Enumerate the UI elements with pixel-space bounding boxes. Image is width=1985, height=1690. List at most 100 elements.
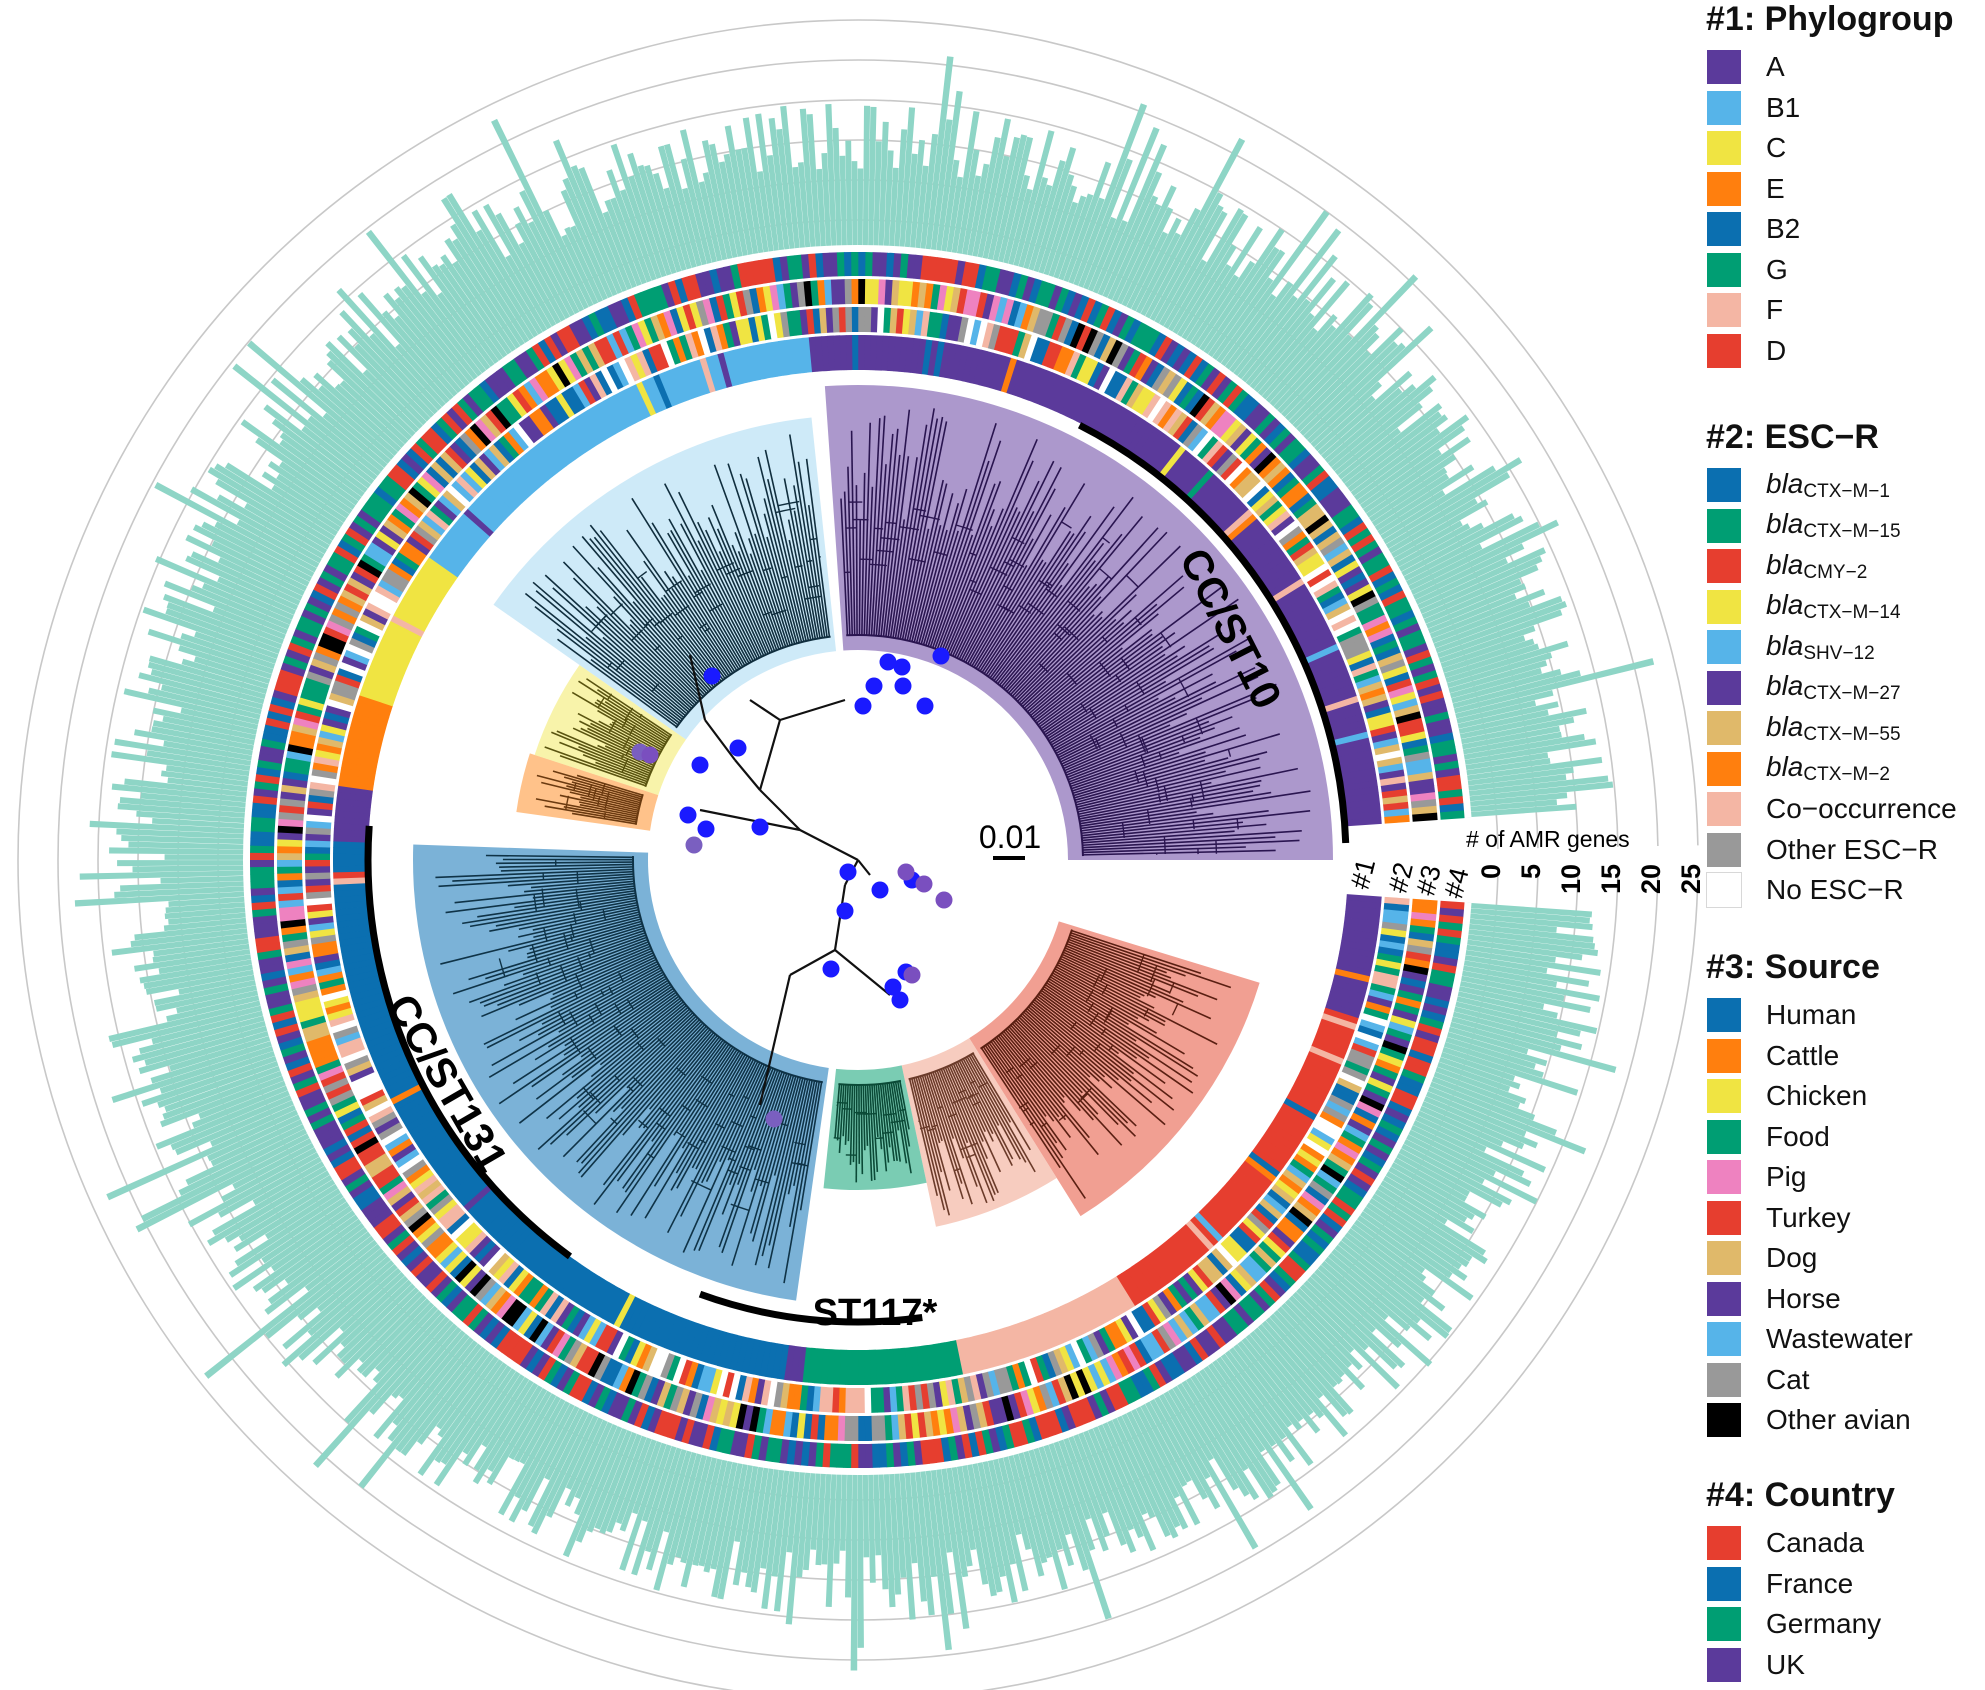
ring4-segment xyxy=(981,265,995,291)
ring1-segment xyxy=(1181,465,1210,497)
tree-branch xyxy=(885,456,910,637)
ring1-segment xyxy=(372,1045,408,1066)
ring2-segment xyxy=(493,439,515,464)
amr-bar xyxy=(431,264,517,380)
ring4-segment xyxy=(562,324,581,350)
tree-branch xyxy=(737,551,778,651)
amr-axis-title: # of AMR genes xyxy=(1466,826,1630,852)
tree-branch xyxy=(1010,1024,1123,1146)
tree-branch xyxy=(1066,942,1199,998)
ring4-segment xyxy=(337,1161,362,1181)
amr-bar xyxy=(1341,1197,1453,1279)
amr-bar xyxy=(653,1429,703,1591)
amr-bar xyxy=(1413,600,1568,661)
amr-bar xyxy=(771,1447,792,1577)
ring1-segment xyxy=(336,791,373,803)
ring2-segment xyxy=(561,389,581,415)
amr-bar xyxy=(207,466,353,557)
ring2-segment xyxy=(716,323,730,350)
amr-bar xyxy=(1420,638,1535,681)
ring2-segment xyxy=(451,480,475,503)
amr-bar xyxy=(877,121,889,269)
ring4-segment xyxy=(912,1440,923,1466)
ring2-segment xyxy=(1355,1030,1382,1046)
ring3-segment xyxy=(459,432,482,456)
amr-bar xyxy=(1443,758,1551,779)
ring1-segment xyxy=(1333,731,1369,747)
tree-branch xyxy=(547,975,666,1048)
legend-label: No ESC−R xyxy=(1766,874,1904,905)
tree-branch xyxy=(767,1079,811,1269)
tree-branch xyxy=(962,488,1056,662)
amr-gridline xyxy=(17,19,1699,1690)
tree-branch xyxy=(1068,938,1172,979)
ring4-segment xyxy=(974,1430,987,1456)
tree-branch xyxy=(906,479,944,641)
ring2-segment xyxy=(305,833,331,842)
amr-bar xyxy=(1060,197,1105,306)
ring4-segment xyxy=(1278,438,1302,461)
ring4-segment xyxy=(543,1359,563,1385)
ring4-segment xyxy=(653,1409,669,1436)
ring1-segment xyxy=(488,1208,518,1238)
amr-bar xyxy=(472,1363,551,1485)
amr-bar xyxy=(111,751,273,780)
ring4-segment xyxy=(1364,1143,1390,1162)
ring3-segment xyxy=(1344,577,1370,597)
ring3-segment xyxy=(416,1221,441,1244)
tree-branch xyxy=(522,932,646,976)
ring3-segment xyxy=(1353,1106,1379,1125)
ring2-segment xyxy=(433,1198,458,1220)
amr-bar xyxy=(575,1406,636,1543)
tree-branch xyxy=(559,794,639,814)
ring4-segment xyxy=(489,1324,511,1349)
ring3-segment xyxy=(298,696,325,711)
amr-bar xyxy=(128,841,267,850)
amr-bar xyxy=(528,221,590,335)
amr-bar xyxy=(1392,1110,1525,1177)
ring3-segment xyxy=(975,292,989,319)
ring4-segment xyxy=(1350,1167,1375,1187)
ring4-segment xyxy=(751,260,763,286)
ring2-segment xyxy=(406,535,431,556)
ring4-segment xyxy=(361,503,386,524)
tree-branch xyxy=(435,868,634,879)
tree-branch xyxy=(578,746,650,777)
ring2-segment xyxy=(1220,457,1243,481)
amr-bar xyxy=(344,1296,462,1424)
amr-bar xyxy=(675,1432,713,1559)
tree-branch xyxy=(748,538,787,648)
ring3-segment xyxy=(1258,1241,1282,1264)
ring1-segment xyxy=(502,469,531,500)
ring1-segment xyxy=(525,1239,553,1271)
ring3-segment xyxy=(283,944,310,956)
ring2-segment xyxy=(1182,1272,1204,1297)
ring3-segment xyxy=(444,446,468,470)
amr-bar xyxy=(773,1448,797,1612)
ring1-segment xyxy=(1194,1212,1223,1243)
ring3-segment xyxy=(1340,1129,1366,1149)
tree-arc xyxy=(955,524,973,531)
ring3-segment xyxy=(1304,514,1330,536)
tree-branch xyxy=(507,875,634,887)
ring1-segment xyxy=(771,341,784,377)
amr-bar xyxy=(1320,1226,1453,1334)
ring2-segment xyxy=(1341,638,1368,655)
ring2-segment xyxy=(870,1387,878,1413)
amr-bar xyxy=(340,1264,429,1348)
tree-branch xyxy=(947,460,1034,655)
ring4-segment xyxy=(1073,295,1090,321)
amr-bar xyxy=(882,150,894,269)
ring2-segment xyxy=(560,1305,580,1331)
amr-bar xyxy=(505,254,564,350)
ring1-segment xyxy=(699,357,717,393)
ring4-segment xyxy=(1211,1320,1232,1345)
ring4-segment xyxy=(258,955,284,968)
ring4-segment xyxy=(1331,504,1356,525)
ring3-segment xyxy=(390,1190,416,1212)
ring3-segment xyxy=(1051,315,1067,342)
ring2-segment xyxy=(362,607,389,626)
ring2-segment xyxy=(653,1350,670,1377)
ring3-segment xyxy=(328,613,355,631)
ring3-segment xyxy=(449,1255,472,1279)
